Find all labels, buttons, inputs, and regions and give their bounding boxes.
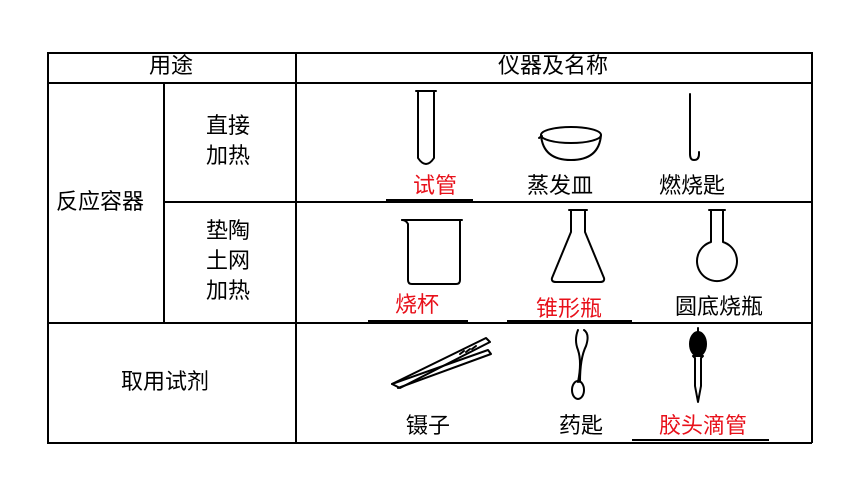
item-test-tube: 试管 <box>412 174 458 199</box>
table-row-divider-1 <box>163 201 812 203</box>
test-tube-icon <box>415 90 437 165</box>
item-round-bottom-flask: 圆底烧瓶 <box>674 295 764 320</box>
beaker-icon <box>401 219 463 285</box>
direct-heating-label-line2: 加热 <box>206 144 251 169</box>
gauze-heating-label-line3: 加热 <box>206 279 251 304</box>
table-border-top <box>47 52 812 54</box>
gauze-heating-label-line2: 土网 <box>206 249 251 274</box>
item-dropper: 胶头滴管 <box>658 414 748 439</box>
table-border-left <box>47 52 49 443</box>
table-column-divider <box>295 52 297 443</box>
reaction-container-label: 反应容器 <box>56 190 145 215</box>
combustion-spoon-icon <box>689 93 700 161</box>
gauze-heating-label: 垫陶 土网 加热 <box>206 217 250 307</box>
item-beaker: 烧杯 <box>394 293 440 318</box>
table-subcolumn-divider <box>163 82 165 323</box>
header-usage: 用途 <box>148 54 194 79</box>
taking-reagents-label: 取用试剂 <box>121 370 210 395</box>
item-tweezers: 镊子 <box>405 414 451 439</box>
item-medicine-spoon: 药匙 <box>558 414 604 439</box>
table-row-divider-2 <box>47 322 812 324</box>
header-instruments: 仪器及名称 <box>497 54 609 79</box>
answer-blank-dropper <box>632 439 769 441</box>
item-evaporating-dish: 蒸发皿 <box>526 174 594 199</box>
table-border-right <box>811 52 813 443</box>
erlenmeyer-flask-icon <box>550 209 606 283</box>
medicine-spoon-icon <box>571 329 589 400</box>
answer-blank-beaker <box>368 320 468 322</box>
dropper-icon <box>689 327 707 403</box>
direct-heating-label: 直接 加热 <box>206 112 250 172</box>
answer-blank-erlenmeyer-flask <box>507 320 632 322</box>
answer-blank-test-tube <box>386 199 473 201</box>
table-header-bottom <box>47 82 812 84</box>
item-combustion-spoon: 燃烧匙 <box>658 174 726 199</box>
evaporating-dish-icon <box>538 126 602 161</box>
item-erlenmeyer-flask: 锥形瓶 <box>535 297 603 322</box>
round-bottom-flask-icon <box>696 209 738 282</box>
gauze-heating-label-line1: 垫陶 <box>206 219 251 244</box>
direct-heating-label-line1: 直接 <box>206 114 251 139</box>
tweezers-icon <box>391 337 492 389</box>
table-border-bottom <box>47 442 812 444</box>
